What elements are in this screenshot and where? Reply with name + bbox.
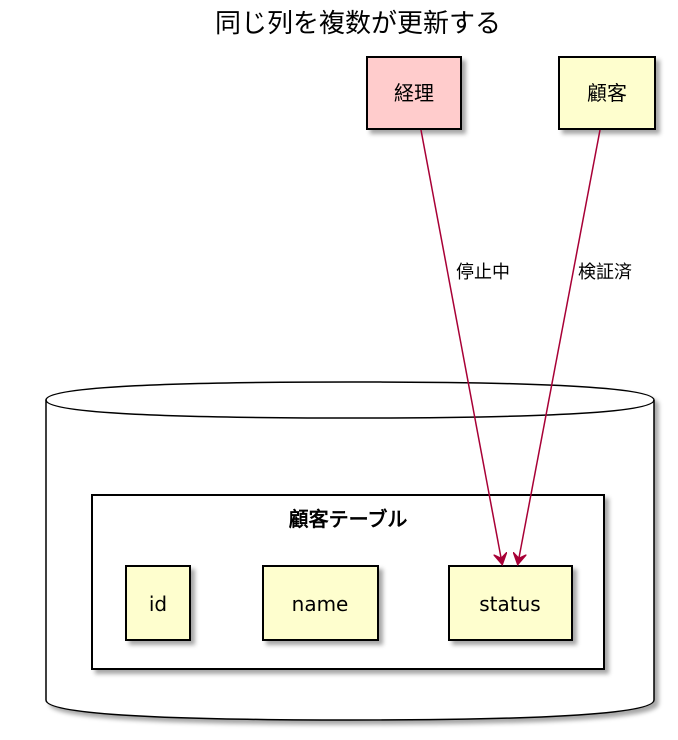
actor-customer[interactable]: 顧客 [558,56,656,130]
edge-accounting-to-status [420,129,502,563]
column-name[interactable]: name [262,565,379,641]
diagram-title: 同じ列を複数が更新する [215,9,501,39]
edge-label-customer: 検証済 [578,262,632,283]
column-status[interactable]: status [448,565,573,641]
column-status-label: status [479,592,540,616]
column-id[interactable]: id [125,565,191,641]
actor-accounting[interactable]: 経理 [366,56,462,130]
actor-accounting-label: 経理 [394,81,434,105]
column-id-label: id [149,592,167,616]
table-label: 顧客テーブル [289,507,408,531]
column-name-label: name [292,592,349,616]
actor-customer-label: 顧客 [587,81,627,105]
edge-customer-to-status [518,129,601,563]
edge-label-accounting: 停止中 [456,262,510,283]
